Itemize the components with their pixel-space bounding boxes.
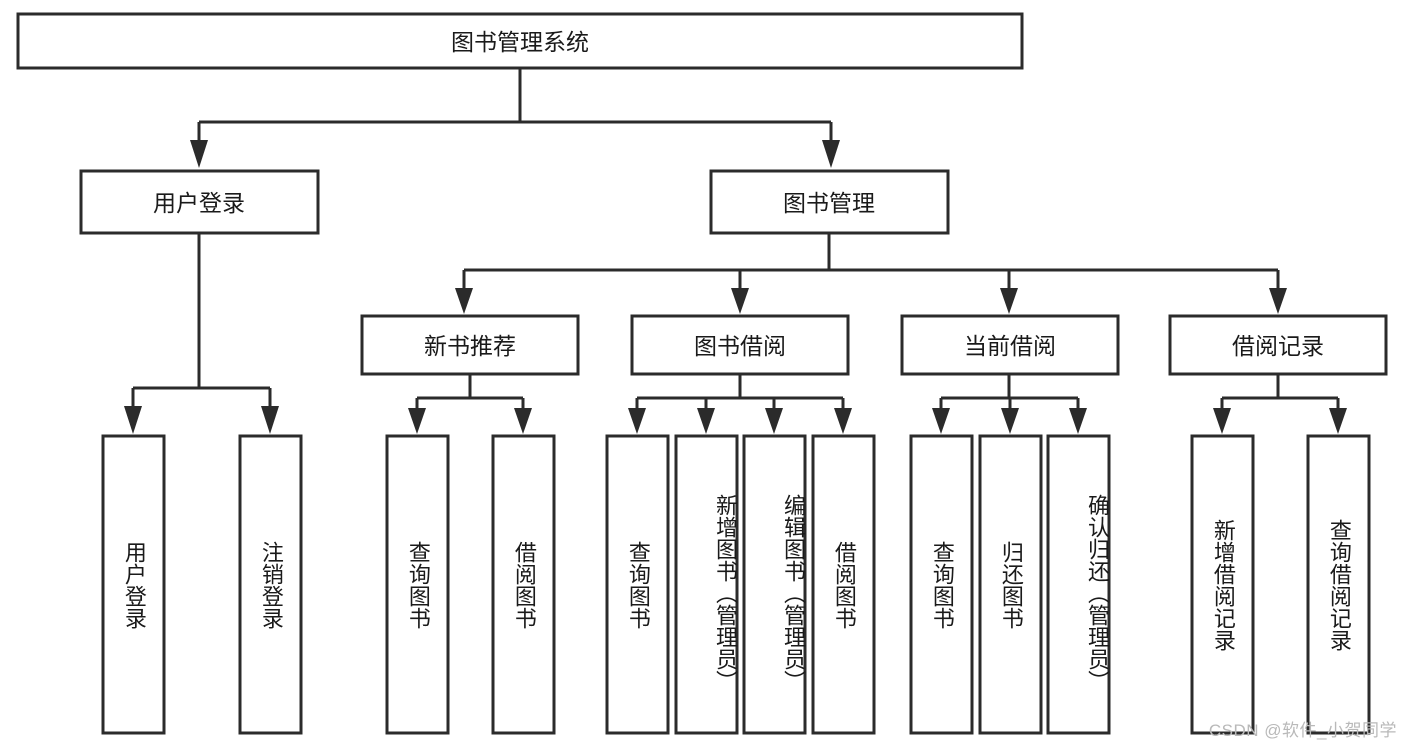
leaf-box-borrow-book-2[interactable] [811, 434, 876, 735]
node-borrow-record[interactable]: 借阅记录 [1168, 314, 1388, 376]
leaf-box-add-book[interactable] [674, 434, 739, 735]
leaf-box-query-record[interactable] [1306, 434, 1371, 735]
leaf-box-query-book-2[interactable] [605, 434, 670, 735]
node-book-management-system[interactable]: 图书管理系统 [16, 12, 1024, 70]
node-label-user-login: 用户登录 [153, 190, 245, 216]
connector-currentborrow-to-leaves [932, 374, 1087, 434]
leaf-box-add-record[interactable] [1190, 434, 1255, 735]
connector-borrowrecord-to-leaves [1213, 374, 1347, 434]
leaf-box-query-book-3[interactable] [909, 434, 974, 735]
connector-bookmgmt-to-level3 [455, 232, 1287, 314]
node-label-borrow-record: 借阅记录 [1232, 333, 1324, 359]
node-label-root: 图书管理系统 [451, 29, 589, 55]
leaf-box-query-book-1[interactable] [385, 434, 450, 735]
node-book-borrow[interactable]: 图书借阅 [630, 314, 850, 376]
leaf-box-user-logout[interactable] [238, 434, 303, 735]
leaf-box-user-login[interactable] [101, 434, 166, 735]
node-label-new-book-recommend: 新书推荐 [424, 333, 516, 359]
node-user-login[interactable]: 用户登录 [79, 169, 320, 235]
node-label-book-management: 图书管理 [783, 190, 875, 216]
node-new-book-recommend[interactable]: 新书推荐 [360, 314, 580, 376]
leaf-box-borrow-book-1[interactable] [491, 434, 556, 735]
connector-newbook-to-leaves [408, 374, 532, 434]
connector-userlogin-to-leaves [124, 234, 279, 434]
connector-root-to-level2 [190, 68, 840, 168]
node-current-borrow[interactable]: 当前借阅 [900, 314, 1120, 376]
leaf-box-confirm-return[interactable] [1046, 434, 1111, 735]
connector-bookborrow-to-leaves [628, 374, 852, 434]
node-label-book-borrow: 图书借阅 [694, 333, 786, 359]
leaf-box-return-book[interactable] [978, 434, 1043, 735]
node-label-current-borrow: 当前借阅 [964, 333, 1056, 359]
watermark: CSDN @软件_小贺同学 [1208, 721, 1397, 740]
node-book-management[interactable]: 图书管理 [709, 169, 950, 235]
leaf-box-edit-book[interactable] [742, 434, 807, 735]
